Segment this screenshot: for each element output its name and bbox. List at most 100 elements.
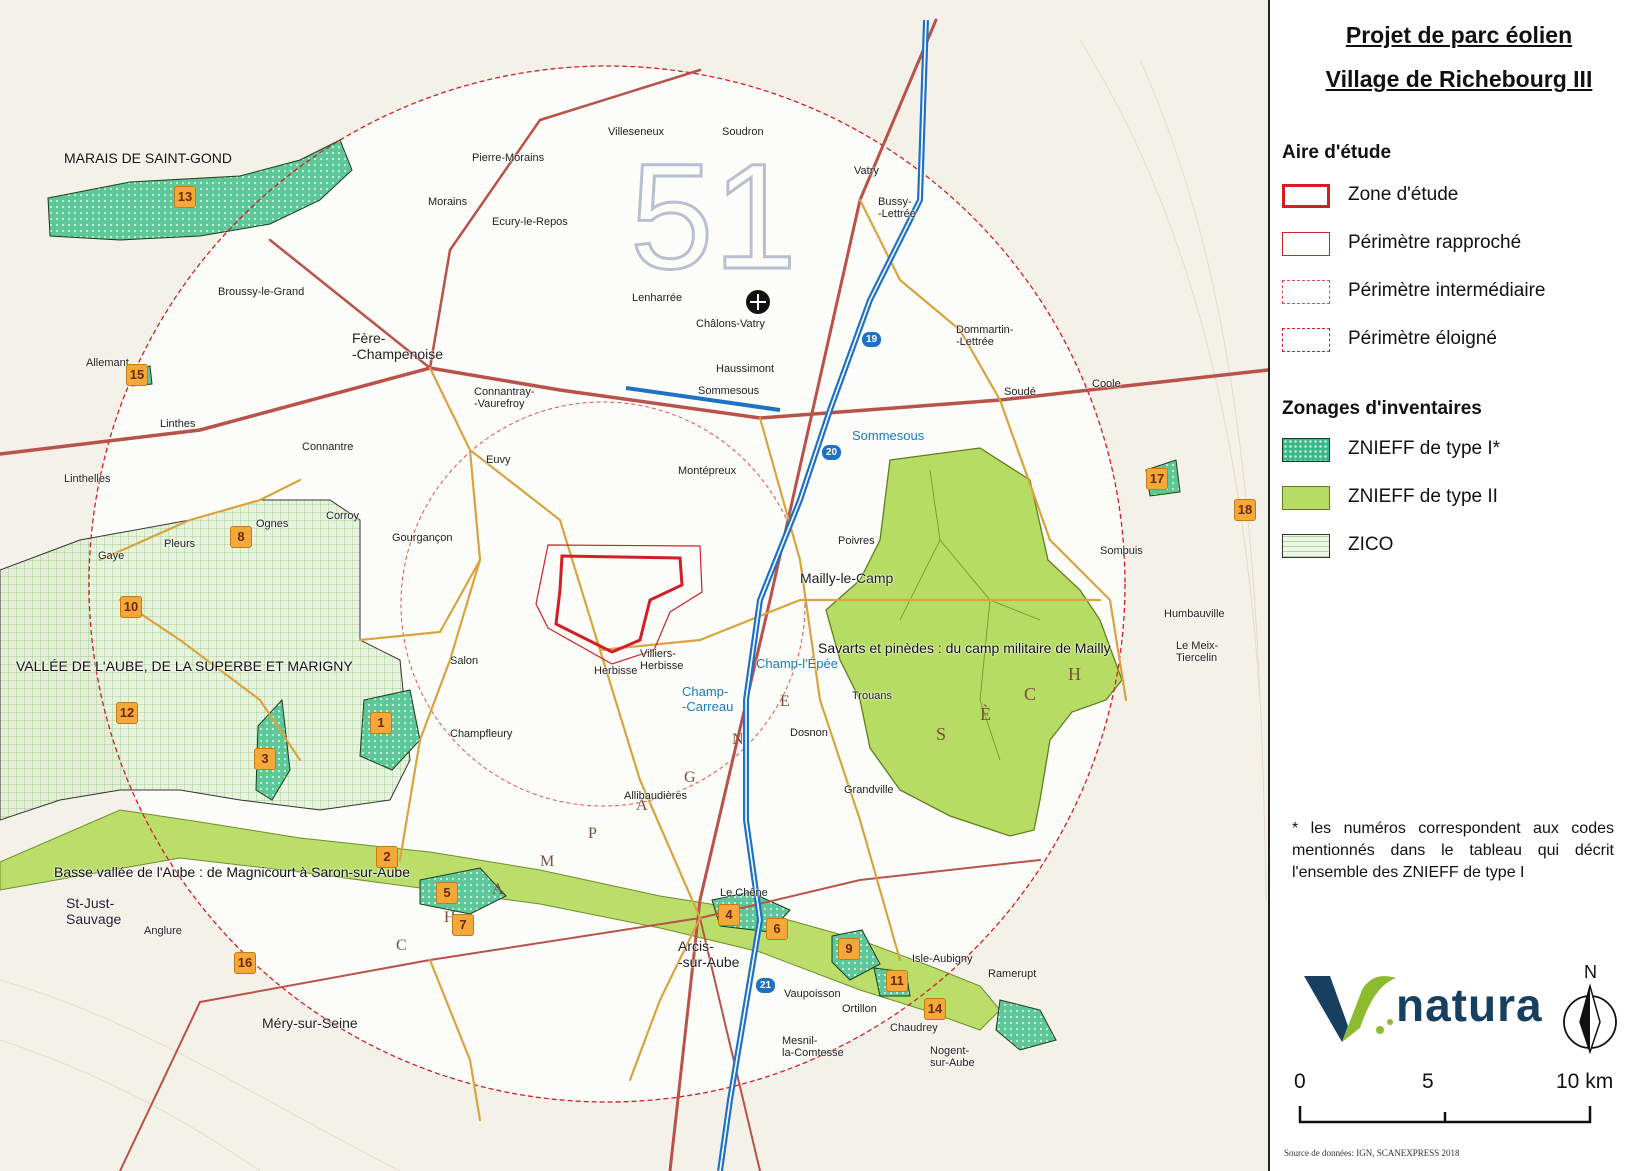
znieff-number-badge[interactable]: 11 <box>886 970 908 992</box>
znieff-number-badge[interactable]: 1 <box>370 712 392 734</box>
department-number: 51 <box>630 132 797 300</box>
region-letter: C <box>396 937 409 954</box>
town-label: Mailly-le-Camp <box>800 570 894 586</box>
region-letter: P <box>588 825 599 842</box>
legend-item[interactable]: ZICO <box>1282 530 1642 560</box>
znieff-number-badge[interactable]: 15 <box>126 364 148 386</box>
town-label: Poivres <box>838 535 875 547</box>
town-label: Mesnil- la-Comtesse <box>782 1035 844 1059</box>
town-label: Isle-Aubigny <box>912 953 973 965</box>
legend-label: Périmètre éloigné <box>1348 328 1497 349</box>
legend-item[interactable]: ZNIEFF de type II <box>1282 482 1642 512</box>
town-label: Broussy-le-Grand <box>218 286 305 298</box>
town-label: Villiers- Herbisse <box>640 648 684 672</box>
region-letter: M <box>540 853 556 870</box>
znieff-number-badge[interactable]: 9 <box>838 938 860 960</box>
town-label: Euvy <box>486 454 511 466</box>
town-label: Méry-sur-Seine <box>262 1015 358 1031</box>
znieff-number-badge[interactable]: 13 <box>174 186 196 208</box>
legend-swatch <box>1282 486 1330 510</box>
znieff-number-badge[interactable]: 7 <box>452 914 474 936</box>
znieff-number-badge[interactable]: 8 <box>230 526 252 548</box>
town-label: Gourgançon <box>392 532 453 544</box>
town-label: Linthelles <box>64 473 111 485</box>
znieff-number-badge[interactable]: 2 <box>376 846 398 868</box>
town-label: Sommesous <box>698 385 760 397</box>
region-letter: S <box>936 724 946 744</box>
town-label: Ramerupt <box>988 968 1037 980</box>
town-label: Le Meix- Tiercelin <box>1176 640 1219 664</box>
town-label: Châlons-Vatry <box>696 318 765 330</box>
study-zone <box>554 554 684 654</box>
intermediate-perimeter <box>400 401 806 807</box>
scale-bar-graphic <box>1298 1106 1592 1124</box>
town-label: Salon <box>450 655 479 667</box>
town-label: Connantre <box>302 441 354 453</box>
town-label: Gaye <box>98 550 125 562</box>
znieff-number-badge[interactable]: 6 <box>766 918 788 940</box>
legend-swatch <box>1282 232 1330 256</box>
legend-item[interactable]: Périmètre éloigné <box>1282 324 1642 354</box>
legend-title-line2: Village de Richebourg III <box>1325 66 1593 92</box>
region-letter: E <box>780 693 792 710</box>
legend-panel: Projet de parc éolien Village de Richebo… <box>1270 0 1648 1171</box>
legend-item[interactable]: Périmètre intermédiaire <box>1282 276 1642 306</box>
town-label: Ortillon <box>842 1003 877 1015</box>
zone-name-label: VALLÉE DE L'AUBE, DE LA SUPERBE ET MARIG… <box>16 658 353 674</box>
region-letter: A <box>492 881 506 898</box>
znieff-number-badge[interactable]: 17 <box>1146 468 1168 490</box>
town-label: Pleurs <box>164 538 196 550</box>
town-label: Nogent- sur-Aube <box>930 1045 975 1069</box>
znieff-number-badge[interactable]: 5 <box>436 882 458 904</box>
legend-section-study: Aire d'étude <box>1282 142 1392 163</box>
town-label: Coole <box>1092 378 1121 390</box>
znieff-number-badge[interactable]: 14 <box>924 998 946 1020</box>
town-label: St-Just- Sauvage <box>66 895 122 927</box>
legend-label: Périmètre intermédiaire <box>1348 280 1546 301</box>
scale-label-10: 10 km <box>1556 1070 1614 1093</box>
town-label: Grandville <box>844 784 894 796</box>
legend-swatch <box>1282 438 1330 462</box>
town-label: Arcis- -sur-Aube <box>678 938 740 970</box>
town-label: Morains <box>428 196 468 208</box>
legend-item[interactable]: Zone d'étude <box>1282 180 1642 210</box>
compass-icon: N <box>1563 962 1617 1055</box>
legend-swatch <box>1282 280 1330 304</box>
legend-label: Périmètre rapproché <box>1348 232 1522 253</box>
znieff2-camp-mailly <box>825 447 1123 837</box>
town-label: Lenharrée <box>632 292 683 304</box>
legend-item[interactable]: ZNIEFF de type I* <box>1282 434 1642 464</box>
blue-place-label: Champ- -Carreau <box>682 684 734 714</box>
vnatura-logo-mark <box>1304 976 1396 1042</box>
town-label: Corroy <box>326 510 360 522</box>
znieff-number-badge[interactable]: 3 <box>254 748 276 770</box>
region-letter: A <box>636 797 650 814</box>
town-label: Vatry <box>854 165 879 177</box>
znieff-number-badge[interactable]: 18 <box>1234 499 1256 521</box>
legend-item[interactable]: Périmètre rapproché <box>1282 228 1642 258</box>
motorway-exit-shield: 20 <box>822 445 842 460</box>
town-label: Montépreux <box>678 465 737 477</box>
town-label: Haussimont <box>716 363 775 375</box>
legend-section-inventory: Zonages d'inventaires <box>1282 398 1482 419</box>
znieff-number-badge[interactable]: 10 <box>120 596 142 618</box>
roads <box>0 18 1268 1171</box>
legend-label: ZICO <box>1348 534 1394 555</box>
region-letter: G <box>684 769 698 786</box>
town-label: Sompuis <box>1100 545 1143 557</box>
town-label: Vaupoisson <box>784 988 841 1000</box>
znieff-number-badge[interactable]: 12 <box>116 702 138 724</box>
region-letter: C <box>1024 684 1036 704</box>
town-label: Chaudrey <box>890 1022 938 1034</box>
zone-name-label: MARAIS DE SAINT-GOND <box>64 150 233 166</box>
znieff-number-badge[interactable]: 16 <box>234 952 256 974</box>
znieff-number-badge[interactable]: 4 <box>718 904 740 926</box>
airport-icon <box>746 290 770 314</box>
scale-label-5: 5 <box>1422 1070 1434 1093</box>
town-label: Trouans <box>852 690 892 702</box>
background-contours <box>0 39 1267 1171</box>
town-label: Ecury-le-Repos <box>492 216 568 228</box>
